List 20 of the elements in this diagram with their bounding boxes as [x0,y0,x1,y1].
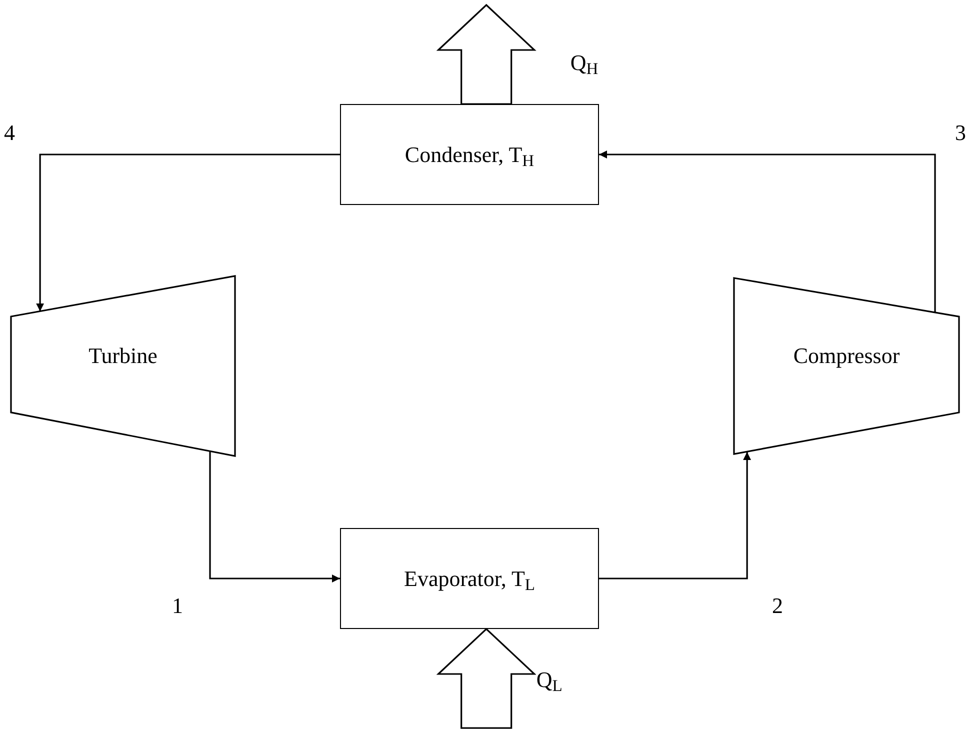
state-number: 4 [4,122,15,144]
turbine-trapezoid [10,275,236,457]
node-label: Condenser, T$_{H}$ [404,140,534,168]
state-number: 1 [172,595,183,617]
node-label: Evaporator, T$_{L}$ [404,564,535,592]
edge-label: Q$_{H}$ [570,52,598,74]
heat-flow-arrow [436,628,536,729]
condenser-box [340,104,599,205]
heat-flow-arrow [436,4,536,105]
compressor-trapezoid [733,277,960,455]
edge-label: Q$_{L}$ [536,669,562,691]
state-number: 2 [772,595,783,617]
node-label: Compressor [793,342,900,370]
flow-arrow [36,154,340,312]
evaporator-box [340,528,599,629]
flow-arrow [599,452,752,580]
state-number: 3 [955,122,966,144]
flow-arrow [209,452,340,582]
node-label: Turbine [88,342,158,370]
flow-arrow [599,150,936,313]
